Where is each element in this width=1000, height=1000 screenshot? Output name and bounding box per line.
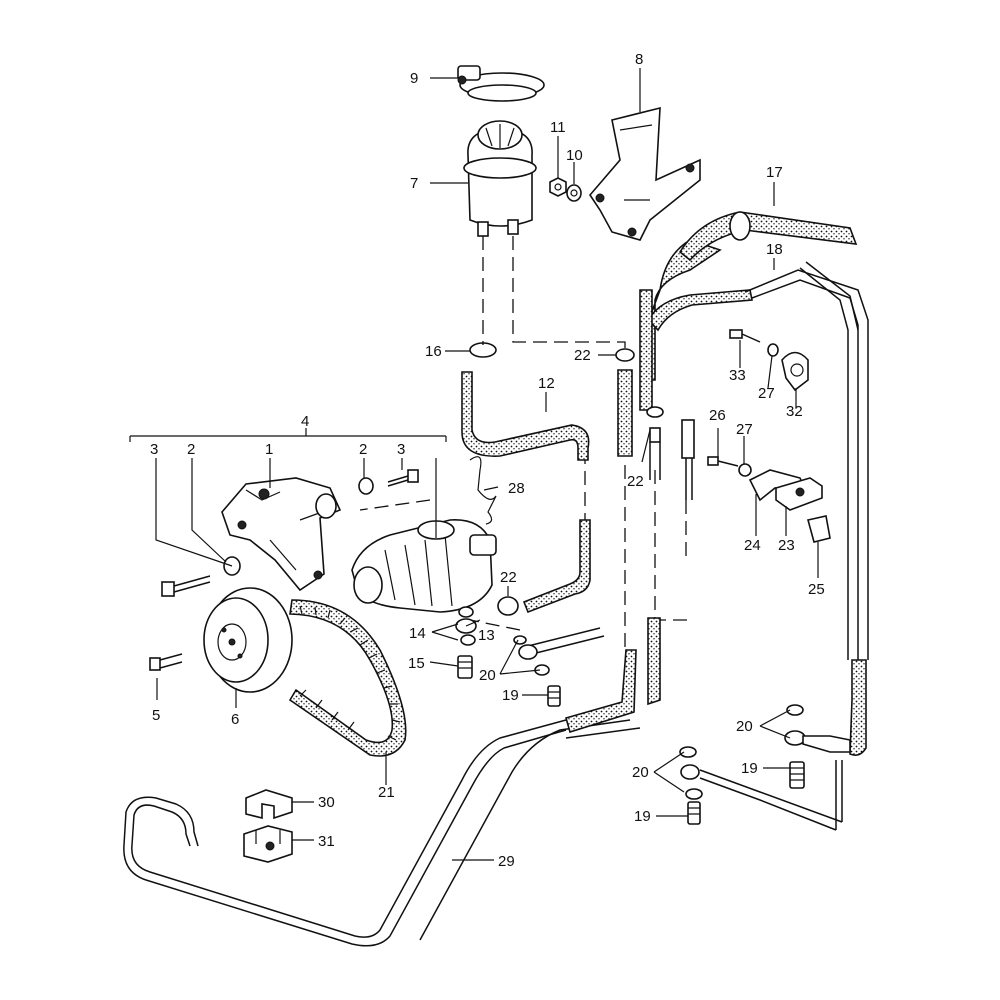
callout-3: 3 — [397, 441, 405, 458]
return-line — [681, 261, 869, 660]
callout-32: 32 — [786, 403, 803, 420]
pulley-screw — [149, 653, 183, 671]
callout-29: 29 — [498, 853, 515, 870]
retaining-clip — [469, 456, 497, 525]
callout-20: 20 — [479, 667, 496, 684]
callout-1: 1 — [265, 441, 273, 458]
callout-24: 24 — [744, 537, 761, 554]
clamp-insert — [243, 825, 293, 863]
callout-22: 22 — [574, 347, 591, 364]
callout-20: 20 — [736, 718, 753, 735]
callout-13: 13 — [478, 627, 495, 644]
hollow-bolt — [646, 406, 664, 480]
line-holder — [775, 477, 823, 511]
callout-19: 19 — [741, 760, 758, 777]
callout-18: 18 — [766, 241, 783, 258]
callout-20: 20 — [632, 764, 649, 781]
callout-28: 28 — [508, 480, 525, 497]
callout-27: 27 — [736, 421, 753, 438]
connection-guides — [359, 236, 690, 650]
return-hose-short — [617, 369, 633, 457]
leader-lines — [129, 68, 819, 861]
banjo-bolt — [789, 761, 805, 789]
callout-14: 14 — [409, 625, 426, 642]
pressure-hose-lower — [639, 289, 653, 411]
long-bolt — [161, 575, 211, 597]
callout-21: 21 — [378, 784, 395, 801]
callout-7: 7 — [410, 175, 418, 192]
callout-10: 10 — [566, 147, 583, 164]
callout-23: 23 — [778, 537, 795, 554]
hose-clamp — [469, 342, 497, 358]
mounting-bolt — [707, 456, 739, 467]
banjo-fitting — [679, 746, 843, 831]
reservoir-bracket — [588, 106, 701, 241]
high-pressure-line — [644, 211, 858, 381]
callout-22: 22 — [627, 473, 644, 490]
line-clamp — [245, 789, 293, 820]
callout-17: 17 — [766, 164, 783, 181]
suction-hose-lower — [522, 519, 591, 614]
pump-bracket — [221, 477, 342, 592]
washer — [738, 463, 752, 477]
callout-27: 27 — [758, 385, 775, 402]
callout-labels: 1 2 2 3 3 4 5 6 7 8 9 10 11 12 13 14 15 … — [150, 51, 825, 870]
callout-22: 22 — [500, 569, 517, 586]
banjo-union — [513, 627, 605, 676]
hose-clamp — [497, 596, 519, 616]
banjo-fitting — [784, 704, 851, 753]
flex-hose-lower — [565, 649, 637, 734]
callout-2: 2 — [359, 441, 367, 458]
reservoir-clamp-ring — [457, 65, 545, 102]
pump-pulley — [203, 587, 293, 693]
hose-clamp — [615, 348, 635, 362]
callout-19: 19 — [502, 687, 519, 704]
v-belt — [288, 599, 407, 757]
callout-12: 12 — [538, 375, 555, 392]
callout-2: 2 — [187, 441, 195, 458]
callout-5: 5 — [152, 707, 160, 724]
clip — [807, 515, 831, 543]
callout-33: 33 — [729, 367, 746, 384]
callout-11: 11 — [550, 119, 566, 136]
bracket-bolt — [387, 469, 419, 487]
callout-31: 31 — [318, 833, 335, 850]
callout-6: 6 — [231, 711, 239, 728]
flex-hose-right — [849, 659, 867, 756]
union-bolt — [457, 655, 473, 679]
flex-hose-right-riser — [647, 617, 661, 706]
callout-25: 25 — [808, 581, 825, 598]
power-steering-pump — [351, 519, 497, 613]
callout-30: 30 — [318, 794, 335, 811]
spacer — [358, 477, 374, 495]
callout-3: 3 — [150, 441, 158, 458]
washer — [767, 343, 779, 357]
callout-19: 19 — [634, 808, 651, 825]
washer — [566, 184, 582, 202]
suction-hose — [461, 371, 590, 461]
callout-8: 8 — [635, 51, 643, 68]
hex-nut — [549, 177, 567, 197]
banjo-bolt — [687, 801, 701, 825]
mounting-bolt — [729, 329, 761, 343]
callout-16: 16 — [425, 343, 442, 360]
fluid-reservoir — [463, 120, 537, 237]
callout-9: 9 — [410, 70, 418, 87]
banjo-bolt — [547, 685, 561, 707]
line-clip — [781, 351, 809, 392]
callout-26: 26 — [709, 407, 726, 424]
callout-15: 15 — [408, 655, 425, 672]
pressure-pipe — [123, 719, 641, 947]
callout-4: 4 — [301, 413, 309, 430]
union-washers — [455, 606, 477, 646]
v-belt-teeth — [299, 605, 401, 741]
